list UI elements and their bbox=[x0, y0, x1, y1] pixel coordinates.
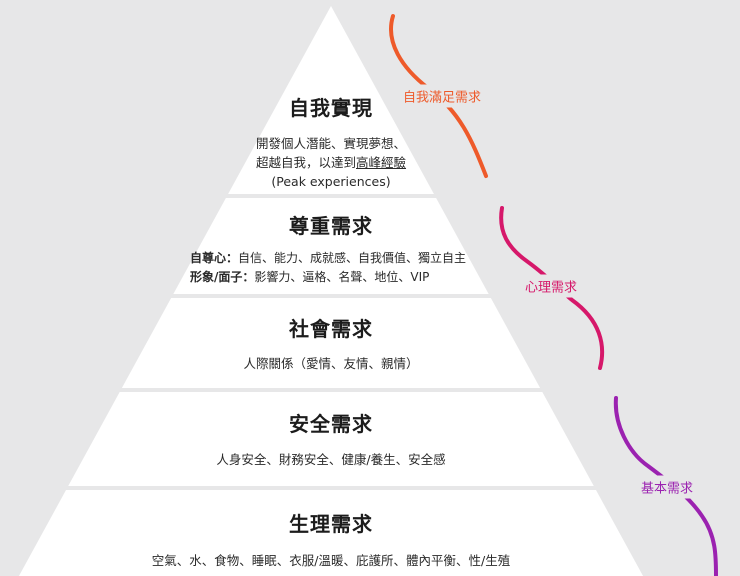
group-label-self-fulfillment: 自我滿足需求 bbox=[398, 84, 486, 108]
tier-separator-1 bbox=[211, 194, 450, 198]
tier-title-safety: 安全需求 bbox=[289, 412, 373, 436]
tier-separator-3 bbox=[105, 388, 557, 392]
tier-title-self-actualization: 自我實現 bbox=[289, 96, 373, 120]
tier-separator-2 bbox=[158, 294, 504, 298]
tier-title-social: 社會需求 bbox=[289, 317, 373, 341]
tier-title-physiological: 生理需求 bbox=[289, 512, 373, 536]
esteem-row-image: 形象/面子：影響力、逼格、名聲、地位、VIP bbox=[190, 268, 466, 287]
esteem-row-text: 影響力、逼格、名聲、地位、VIP bbox=[254, 270, 430, 284]
tier-desc-text: 超越自我，以達到 bbox=[255, 155, 356, 170]
tier-title-esteem: 尊重需求 bbox=[289, 214, 373, 238]
esteem-row-self: 自尊心：自信、能力、成就感、自我價值、獨立自主 bbox=[190, 249, 466, 268]
tier-desc-safety: 人身安全、財務安全、健康/養生、安全感 bbox=[216, 452, 446, 467]
esteem-row-text: 自信、能力、成就感、自我價值、獨立自主 bbox=[238, 251, 467, 265]
peak-experience-link-text: 高峰經驗 bbox=[356, 155, 407, 170]
tier-desc-social: 人際關係（愛情、友情、親情） bbox=[243, 356, 419, 371]
tier-desc-self-actualization: 開發個人潛能、實現夢想、 超越自我，以達到高峰經驗 (Peak experien… bbox=[256, 134, 406, 191]
pyramid-triangle bbox=[18, 6, 644, 576]
group-label-basic: 基本需求 bbox=[636, 475, 698, 499]
tier-desc-line: (Peak experiences) bbox=[271, 174, 391, 189]
esteem-row-label: 形象/面子： bbox=[190, 270, 255, 284]
tier-desc-line: 開發個人潛能、實現夢想、 bbox=[255, 136, 406, 151]
group-label-psychological: 心理需求 bbox=[520, 274, 582, 298]
tier-desc-line: 超越自我，以達到高峰經驗 bbox=[256, 153, 406, 172]
tier-separator-4 bbox=[51, 486, 611, 490]
esteem-row-label: 自尊心： bbox=[190, 251, 239, 265]
tier-desc-esteem: 自尊心：自信、能力、成就感、自我價值、獨立自主 形象/面子：影響力、逼格、名聲、… bbox=[190, 249, 466, 287]
tier-desc-physiological: 空氣、水、食物、睡眠、衣服/溫暖、庇護所、體內平衡、性/生殖 bbox=[151, 553, 511, 568]
